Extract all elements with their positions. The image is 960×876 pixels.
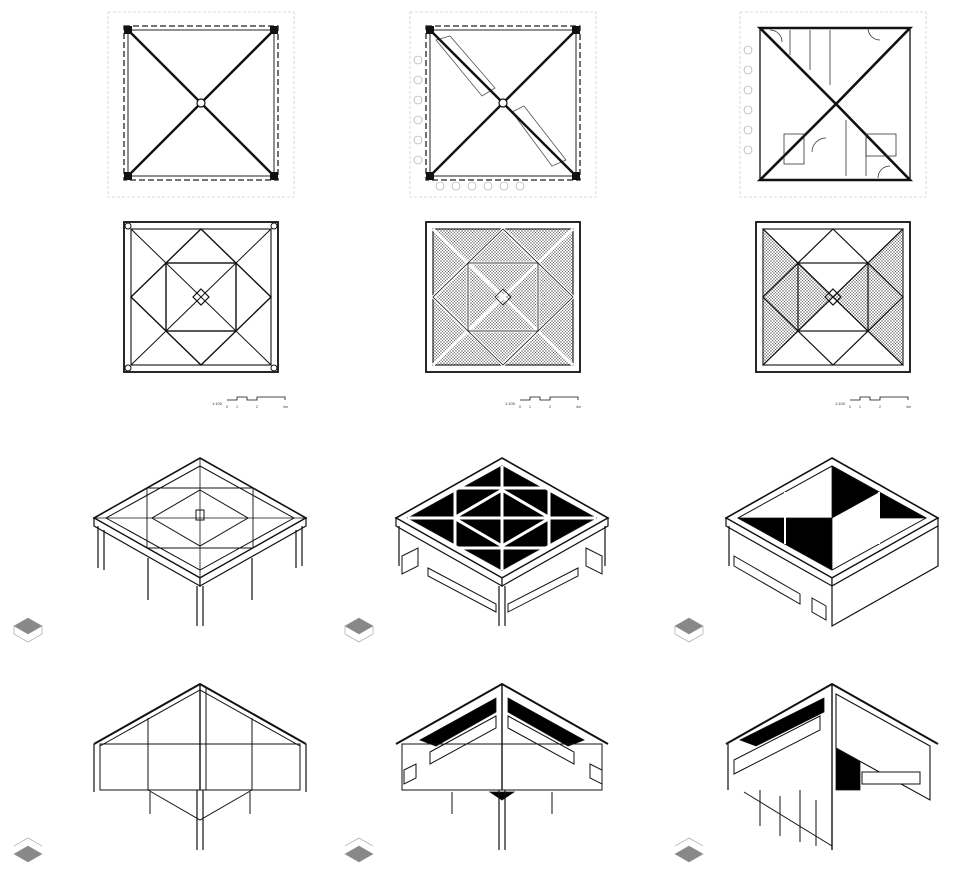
section-key-icon bbox=[13, 837, 43, 863]
svg-text:1: 1 bbox=[236, 405, 238, 409]
axonometric-open-frame bbox=[92, 457, 308, 626]
svg-text:2: 2 bbox=[256, 405, 258, 409]
svg-text:4m: 4m bbox=[906, 405, 911, 409]
svg-text:4m: 4m bbox=[576, 405, 581, 409]
axonometric-section-enclosure bbox=[725, 682, 939, 850]
roof-plan-open-frame bbox=[123, 221, 279, 373]
svg-text:1:100: 1:100 bbox=[212, 401, 223, 406]
svg-text:0: 0 bbox=[519, 405, 521, 409]
axonometric-section-open-frame bbox=[93, 682, 307, 850]
svg-text:4m: 4m bbox=[283, 405, 288, 409]
svg-text:2: 2 bbox=[879, 405, 881, 409]
scale-bar: 1:100 0 1 2 4m bbox=[835, 396, 911, 409]
floor-plan-open-frame bbox=[107, 11, 295, 198]
scale-bar: 1:100 0 1 2 4m bbox=[212, 396, 288, 409]
axonometric-section-canopy bbox=[395, 682, 609, 850]
svg-text:1:100: 1:100 bbox=[505, 401, 516, 406]
roof-plan-enclosure bbox=[755, 221, 911, 373]
axonometric-enclosure bbox=[724, 457, 940, 628]
section-key-icon bbox=[674, 837, 704, 863]
axonometric-canopy bbox=[394, 457, 610, 626]
floor-plan-benches bbox=[409, 11, 597, 198]
svg-text:0: 0 bbox=[849, 405, 851, 409]
view-key-icon bbox=[13, 617, 43, 643]
svg-text:2: 2 bbox=[549, 405, 551, 409]
svg-text:1: 1 bbox=[859, 405, 861, 409]
section-key-icon bbox=[344, 837, 374, 863]
floor-plan-restrooms bbox=[739, 11, 927, 198]
svg-text:1: 1 bbox=[529, 405, 531, 409]
view-key-icon bbox=[344, 617, 374, 643]
view-key-icon bbox=[674, 617, 704, 643]
roof-plan-canopy bbox=[425, 221, 581, 373]
svg-text:0: 0 bbox=[226, 405, 228, 409]
svg-text:1:100: 1:100 bbox=[835, 401, 846, 406]
scale-bar: 1:100 0 1 2 4m bbox=[505, 396, 581, 409]
